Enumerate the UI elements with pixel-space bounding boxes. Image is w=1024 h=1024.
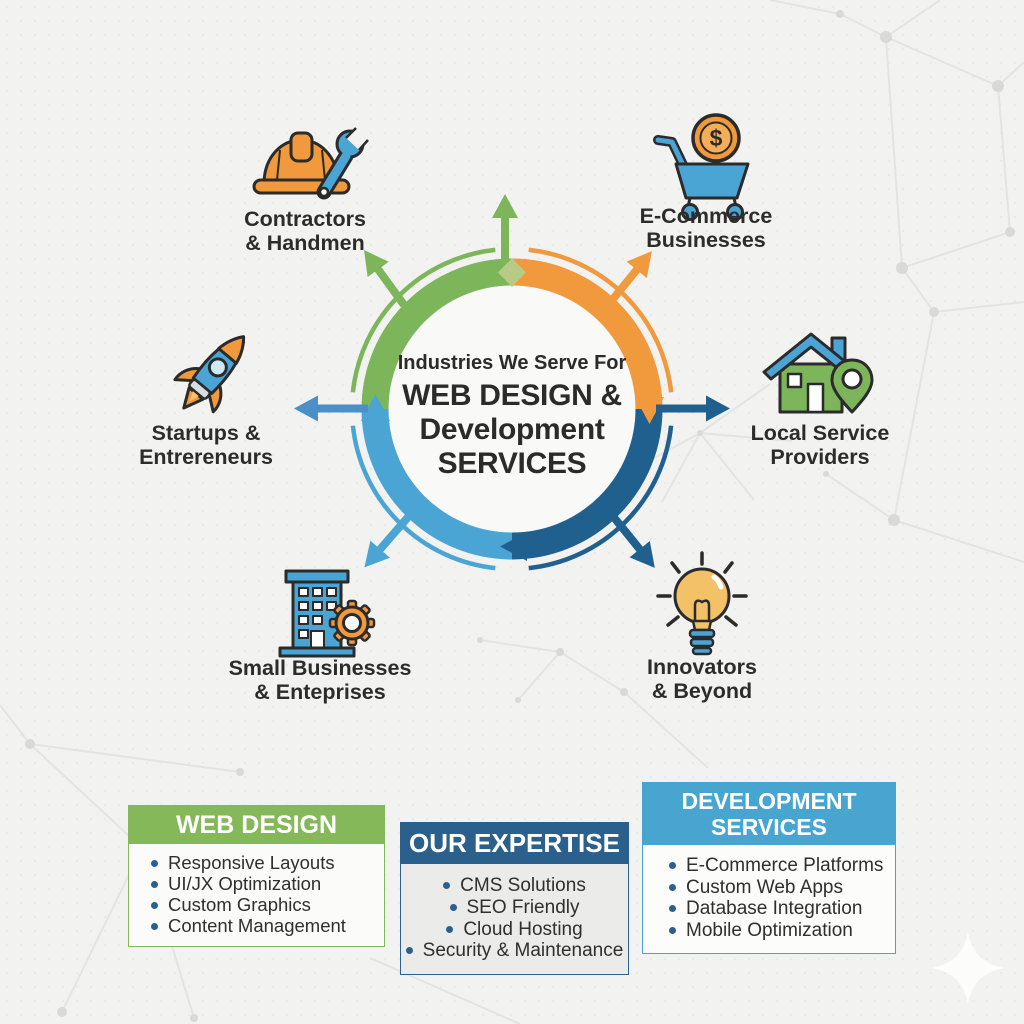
label-contractors: Contractors & Handmen (175, 207, 435, 255)
list-item-text: Content Management (168, 915, 346, 936)
arrow-left (294, 395, 368, 422)
list-item-text: Cloud Hosting (463, 918, 583, 940)
center-title-line2: WEB DESIGN & (402, 379, 622, 412)
junction-chevron-bottom (500, 532, 527, 561)
development-services-list: E-Commerce Platforms Custom Web Apps Dat… (643, 845, 895, 953)
label-line: Innovators (647, 655, 757, 679)
building-gear-icon (278, 569, 376, 658)
our-expertise-list: CMS Solutions SEO Friendly Cloud Hosting… (401, 864, 628, 974)
list-item-text: CMS Solutions (460, 875, 586, 896)
development-services-box: DEVELOPMENT SERVICES E-Commerce Platform… (642, 782, 896, 954)
label-line: Small Businesses (228, 656, 412, 680)
bullet-dot (443, 882, 451, 889)
label-line: & Handmen (245, 231, 365, 255)
center-title-line3: Development (419, 413, 605, 446)
center-title: Industries We Serve For WEB DESIGN & Dev… (377, 350, 647, 481)
label-line: Contractors (244, 207, 366, 231)
junction-chevron-top (498, 258, 526, 287)
bullet-dot (669, 862, 676, 869)
list-item-text: E-Commerce Platforms (686, 855, 884, 876)
our-expertise-box: OUR EXPERTISE CMS Solutions SEO Friendly… (400, 822, 629, 976)
center-title-line4: SERVICES (437, 447, 587, 480)
list-item-text: Mobile Optimization (686, 919, 853, 941)
label-line: E-Commerce (639, 204, 773, 228)
list-item-text: Custom Graphics (168, 894, 311, 915)
list-item: Custom Graphics (151, 894, 384, 915)
bullet-dot (669, 883, 676, 891)
development-services-header: DEVELOPMENT SERVICES (643, 783, 895, 845)
bullet-dot (151, 860, 158, 867)
web-design-list: Responsive Layouts UI/JX Optimization Cu… (129, 844, 384, 946)
arrow-up-right (605, 251, 652, 307)
label-line: Entrereneurs (139, 445, 273, 469)
label-line: Businesses (646, 228, 766, 252)
list-item: Security & Maintenance (401, 940, 628, 962)
rocket-icon (173, 335, 246, 414)
bullet-dot (669, 905, 676, 912)
label-innovators: Innovators & Beyond (572, 655, 832, 703)
list-item-text: Responsive Layouts (168, 852, 335, 873)
list-item: Content Management (151, 915, 384, 936)
header-line: DEVELOPMENT (681, 788, 857, 814)
list-item: UI/JX Optimization (151, 873, 384, 894)
list-item-text: Custom Web Apps (686, 876, 844, 898)
center-title-sub: Industries We Serve For (397, 352, 627, 374)
arrow-right (656, 395, 730, 422)
bullet-dot (151, 923, 158, 930)
label-local-service: Local Service Providers (690, 421, 950, 469)
web-design-header: WEB DESIGN (129, 806, 384, 844)
arrow-up (492, 194, 518, 262)
label-line: Local Service (750, 421, 890, 445)
lightbulb-icon (656, 551, 748, 656)
house-pin-icon (762, 332, 874, 414)
bullet-dot (446, 925, 454, 933)
label-line: & Beyond (651, 679, 753, 703)
list-item-text: UI/JX Optimization (168, 873, 322, 894)
bullet-dot (669, 926, 676, 934)
label-line: & Enteprises (254, 680, 386, 704)
our-expertise-header: OUR EXPERTISE (401, 823, 628, 864)
list-item: E-Commerce Platforms (669, 855, 895, 877)
bullet-dot (151, 881, 158, 888)
label-ecommerce: E-Commerce Businesses (576, 204, 836, 252)
bullet-dot (151, 902, 158, 909)
list-item-text: Database Integration (686, 898, 863, 919)
label-startups: Startups & Entrereneurs (76, 421, 336, 469)
shopping-cart-icon: $ (653, 113, 750, 221)
list-item: Mobile Optimization (669, 920, 895, 942)
label-small-businesses: Small Businesses & Enteprises (190, 656, 450, 704)
dollar-glyph: $ (710, 125, 723, 151)
header-line: SERVICES (711, 814, 827, 840)
web-design-box: WEB DESIGN Responsive Layouts UI/JX Opti… (128, 805, 385, 947)
label-line: Providers (770, 445, 870, 469)
list-item: CMS Solutions (401, 875, 628, 897)
bullet-dot (449, 903, 457, 911)
sparkle-icon (932, 932, 1004, 1004)
hardhat-wrench-icon (252, 127, 369, 200)
list-item: Custom Web Apps (669, 877, 895, 899)
list-item: Cloud Hosting (401, 919, 628, 941)
list-item-text: SEO Friendly (466, 896, 580, 918)
list-item: SEO Friendly (401, 897, 628, 919)
list-item: Database Integration (669, 898, 895, 920)
list-item: Responsive Layouts (151, 852, 384, 873)
list-item-text: Security & Maintenance (422, 940, 624, 962)
label-line: Startups & (151, 421, 261, 445)
bullet-dot (405, 947, 413, 955)
